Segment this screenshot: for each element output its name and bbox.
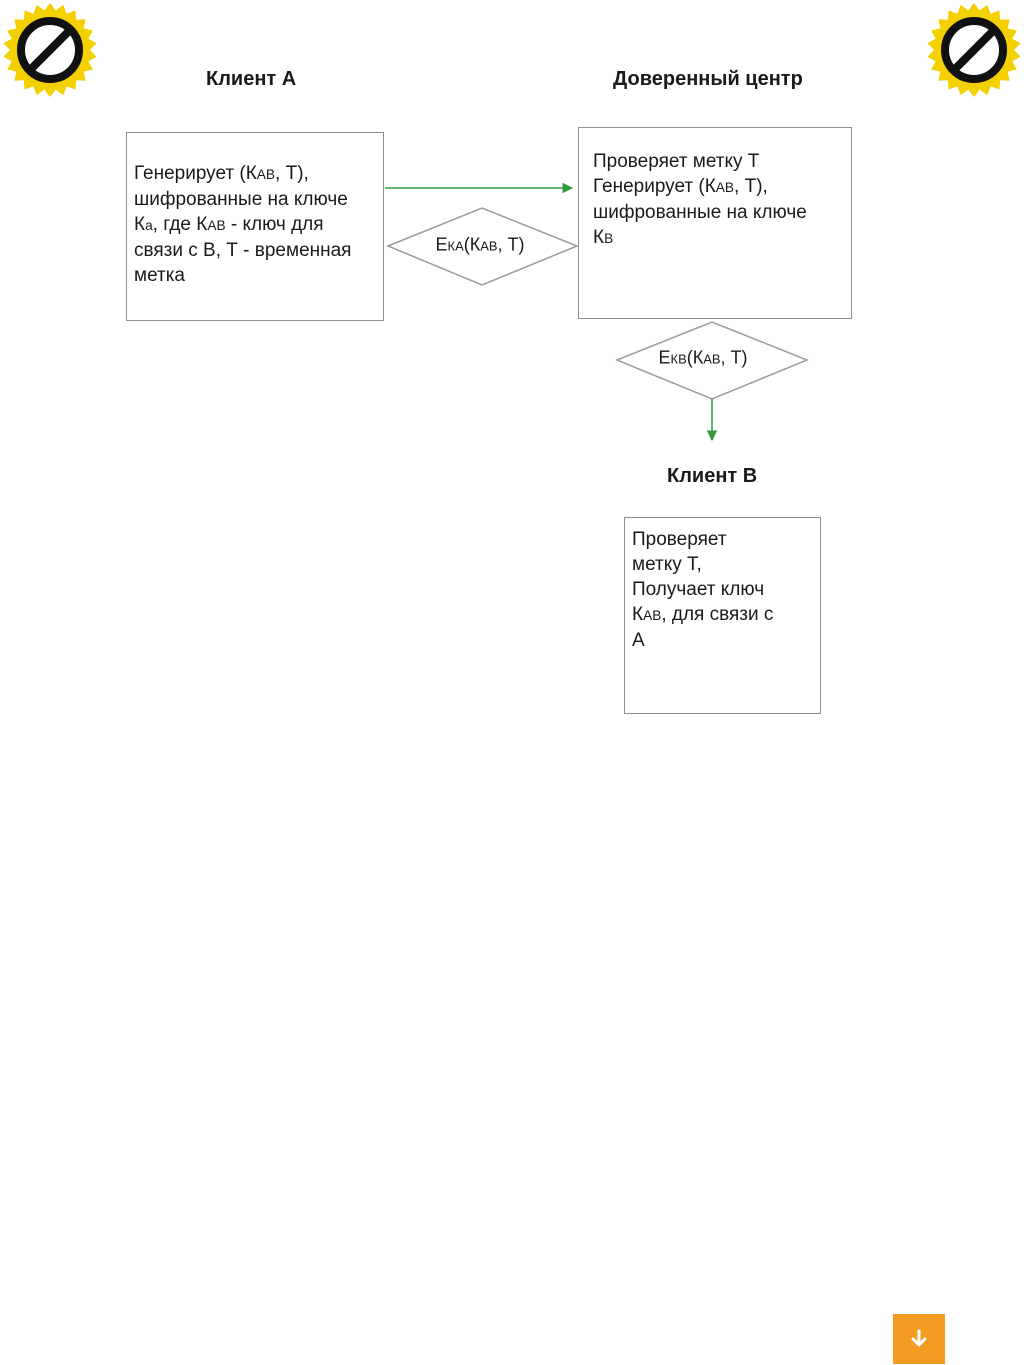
subscript-text: КА (447, 238, 464, 254)
node-trusted-center: Проверяет метку Т Генерирует (КАВ, Т), шиф… (578, 127, 852, 319)
node-text-line: шифрованные на ключе (134, 189, 348, 210)
node-text-line: метка (134, 265, 185, 286)
decision-msg-center-to-b (615, 321, 809, 400)
node-text-line: Получает ключ (632, 579, 765, 600)
badge-slash (950, 26, 998, 74)
decision-msg-a-to-center (386, 207, 579, 286)
node-text-line: КВ (593, 227, 614, 248)
subscript-text: АВ (256, 167, 276, 182)
node-text-line: А (632, 630, 645, 651)
heading-trusted-center: Доверенный центр (613, 68, 803, 90)
prohibited-icon (927, 3, 1021, 97)
subscript-text: КВ (670, 351, 687, 367)
subscript-text: АВ (703, 351, 721, 367)
subscript-text: В (604, 231, 614, 246)
subscript-text: а (145, 218, 153, 233)
heading-client-a: Клиент А (206, 68, 297, 90)
node-client-a: Генерирует (КАВ, Т), шифрованные на ключе… (126, 132, 384, 321)
subscript-text: АВ (480, 238, 498, 254)
node-text-line: КАВ, для связи с (632, 604, 774, 625)
node-text-line: Проверяет метку Т (593, 151, 760, 172)
download-button[interactable] (893, 1314, 945, 1364)
label-msg-a-to-center: ЕКА(КАВ, Т) (435, 234, 525, 255)
node-text-line: метку Т, (632, 554, 702, 575)
download-arrow-icon (911, 1329, 927, 1347)
node-text-line: Ка, где КАВ - ключ для (134, 214, 324, 235)
subscript-text: АВ (643, 608, 662, 623)
heading-client-b: Клиент В (667, 465, 758, 487)
node-text-line: Генерирует (КАВ, Т), (593, 176, 768, 197)
prohibited-badge-left (2, 2, 98, 98)
badge-slash (26, 26, 74, 74)
subscript-text: АВ (715, 180, 735, 195)
node-text-line: Проверяет (632, 529, 727, 550)
label-msg-center-to-b: ЕКВ(КАВ, Т) (658, 347, 748, 368)
prohibited-icon (3, 3, 97, 97)
node-text-line: шифрованные на ключе (593, 202, 807, 223)
node-text-line: связи с В, Т - временная (134, 240, 352, 261)
node-text-line: Генерирует (КАВ, Т), (134, 163, 309, 184)
subscript-text: АВ (207, 218, 226, 233)
prohibited-badge-right (926, 2, 1022, 98)
